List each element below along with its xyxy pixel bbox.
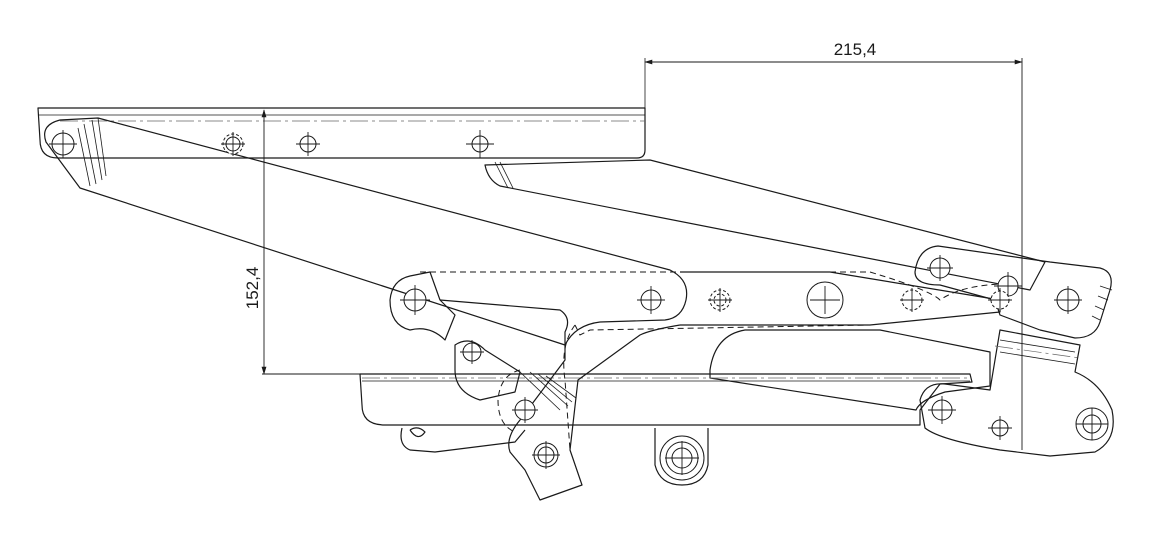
bottom-bar: [359, 373, 973, 486]
hole: [927, 255, 953, 281]
hole: [928, 396, 956, 424]
hole: [988, 416, 1012, 440]
hole: [466, 130, 494, 158]
pivot-holes: [49, 130, 1109, 481]
hole: [806, 281, 844, 319]
hole: [1054, 286, 1082, 314]
hole: [460, 340, 484, 364]
long-parallel-link: [484, 159, 1046, 291]
hole: [221, 132, 245, 156]
lower-right-plate: [709, 245, 1113, 411]
hole: [512, 397, 538, 423]
hole: [900, 288, 924, 312]
vertical-dimension: 152,4: [243, 107, 360, 375]
hole: [1075, 407, 1109, 441]
hole: [659, 435, 705, 481]
horizontal-dimension-label: 215,4: [834, 40, 877, 59]
lower-diagonal-link: [439, 299, 681, 501]
hole: [532, 441, 560, 469]
hole: [988, 288, 1012, 312]
hole: [49, 130, 77, 158]
hole: [708, 288, 732, 312]
hole: [296, 132, 320, 156]
vertical-dimension-label: 152,4: [243, 267, 262, 310]
upper-diagonal-link: [44, 117, 688, 346]
horizontal-dimension: 215,4: [644, 40, 1023, 450]
top-bar: [37, 58, 646, 159]
hole: [637, 286, 665, 314]
hole: [400, 285, 430, 315]
